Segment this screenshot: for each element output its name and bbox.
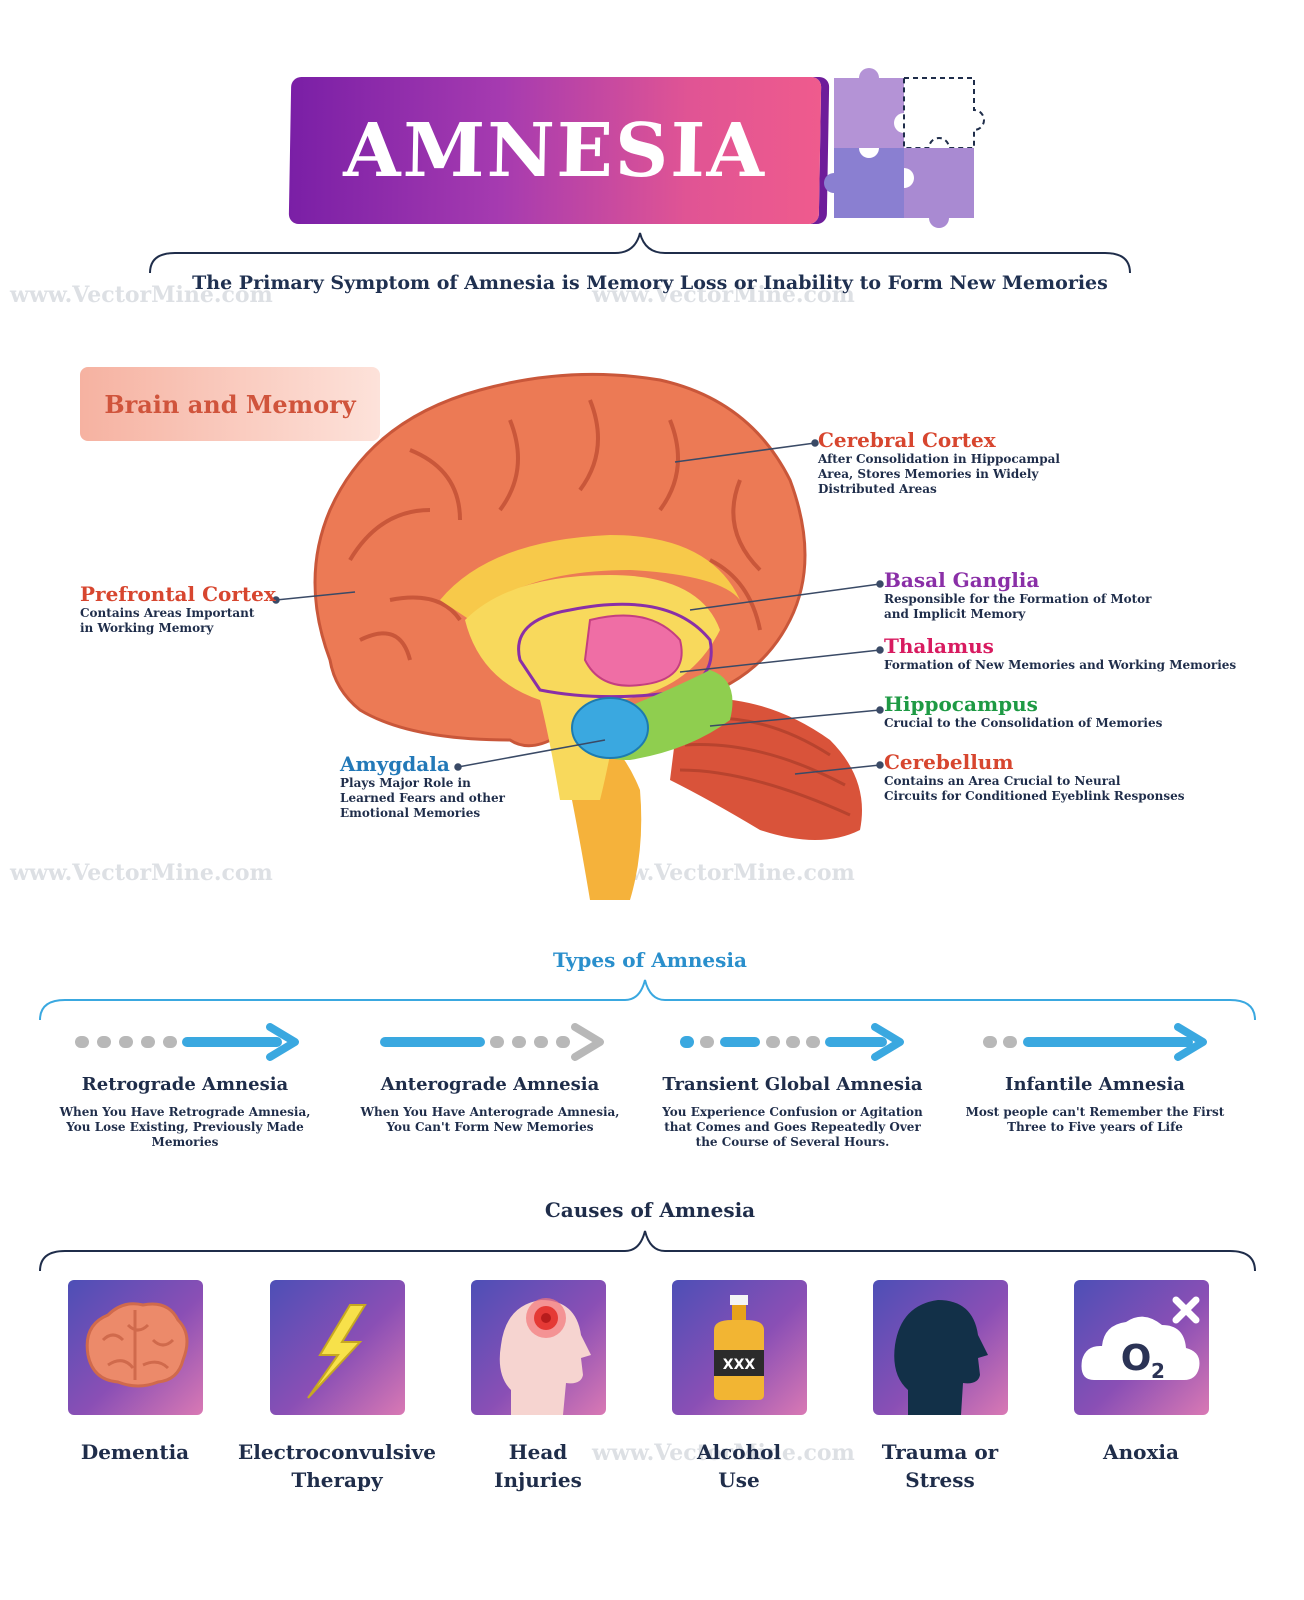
- oxygen-cloud-icon: O 2: [1081, 1296, 1200, 1383]
- cause-label-line: Alcohol: [696, 1440, 782, 1464]
- cause-label-line: Anoxia: [1103, 1440, 1179, 1464]
- label-cerebral-cortex: Cerebral Cortex After Consolidation in H…: [818, 428, 1078, 497]
- arrow-anterograde: [380, 1023, 604, 1061]
- arrow-infantile: [983, 1023, 1207, 1061]
- o2-text: O: [1121, 1338, 1152, 1379]
- label-title: Cerebellum: [884, 750, 1014, 774]
- bottle-label: XXX: [723, 1357, 756, 1373]
- page-title: AMNESIA: [342, 107, 768, 194]
- types-brace: [39, 979, 1256, 1021]
- watermark: www.VectorMine.com: [10, 282, 273, 308]
- watermark: www.VectorMine.com: [10, 860, 273, 886]
- brain-illustration: [313, 372, 862, 900]
- cause-label-alcohol: Alcohol Use: [644, 1438, 834, 1494]
- cause-label-line: Dementia: [80, 1440, 190, 1464]
- label-desc: Plays Major Role in: [340, 776, 471, 790]
- close-icon: [1172, 1296, 1200, 1324]
- type-infantile: Infantile Amnesia Most people can't Reme…: [960, 1074, 1230, 1135]
- type-title: Transient Global Amnesia: [662, 1074, 923, 1095]
- section-label-brain: Brain and Memory: [80, 367, 380, 441]
- types-heading: Types of Amnesia: [553, 948, 747, 972]
- type-transient-global: Transient Global Amnesia You Experience …: [650, 1074, 935, 1150]
- cause-anoxia-tile: O 2: [1074, 1280, 1209, 1415]
- brain-icon: [85, 1302, 189, 1388]
- type-desc: When You Have Retrograde Amnesia,: [59, 1105, 311, 1119]
- label-basal-ganglia: Basal Ganglia Responsible for the Format…: [884, 568, 1184, 622]
- lightning-icon: [307, 1304, 367, 1399]
- cause-label-trauma: Trauma or Stress: [845, 1438, 1035, 1494]
- bottle-icon: XXX: [714, 1295, 764, 1400]
- label-desc: Area, Stores Memories in Widely: [818, 467, 1039, 481]
- label-desc: Circuits for Conditioned Eyeblink Respon…: [884, 789, 1185, 803]
- label-title: Prefrontal Cortex: [80, 582, 276, 606]
- cause-label-line: Injuries: [494, 1468, 582, 1492]
- label-cerebellum: Cerebellum Contains an Area Crucial to N…: [884, 750, 1204, 804]
- type-desc: Memories: [151, 1135, 219, 1149]
- label-desc: Responsible for the Formation of Motor: [884, 592, 1152, 606]
- cause-dementia-tile: [68, 1280, 203, 1415]
- type-title: Infantile Amnesia: [1005, 1074, 1185, 1095]
- cause-label-ect: Electroconvulsive Therapy: [232, 1438, 442, 1494]
- label-desc: Contains an Area Crucial to Neural: [884, 774, 1121, 788]
- causes-heading: Causes of Amnesia: [544, 1198, 756, 1222]
- type-desc: You Experience Confusion or Agitation: [662, 1105, 923, 1119]
- type-desc: the Course of Several Hours.: [695, 1135, 890, 1149]
- label-title: Hippocampus: [884, 692, 1038, 716]
- watermark: www.VectorMine.com: [592, 1440, 855, 1466]
- cause-label-line: Trauma or: [881, 1440, 999, 1464]
- cause-label-head: Head Injuries: [443, 1438, 633, 1494]
- watermark: www.VectorMine.com: [592, 282, 855, 308]
- label-title: Cerebral Cortex: [818, 428, 996, 452]
- label-desc: After Consolidation in Hippocampal: [818, 452, 1060, 466]
- cause-alcohol-tile: XXX: [672, 1280, 807, 1415]
- subtitle: The Primary Symptom of Amnesia is Memory…: [192, 272, 1108, 294]
- type-desc: Most people can't Remember the First: [965, 1105, 1225, 1119]
- label-desc: and Implicit Memory: [884, 607, 1026, 621]
- type-desc: You Lose Existing, Previously Made: [66, 1120, 304, 1134]
- head-injury-icon: [499, 1298, 591, 1415]
- type-desc: that Comes and Goes Repeatedly Over: [664, 1120, 921, 1134]
- label-amygdala: Amygdala Plays Major Role in Learned Fea…: [340, 752, 540, 821]
- cause-label-line: Electroconvulsive: [238, 1440, 436, 1464]
- label-prefrontal-cortex: Prefrontal Cortex Contains Areas Importa…: [80, 582, 280, 636]
- type-retrograde: Retrograde Amnesia When You Have Retrogr…: [50, 1074, 320, 1150]
- label-title: Basal Ganglia: [884, 568, 1040, 592]
- arrow-retrograde: [75, 1023, 299, 1061]
- label-desc: Learned Fears and other: [340, 791, 505, 805]
- type-title: Anterograde Amnesia: [380, 1074, 600, 1095]
- label-title: Thalamus: [884, 634, 994, 658]
- title-banner: AMNESIA: [288, 77, 822, 224]
- label-hippocampus: Hippocampus Crucial to the Consolidation…: [884, 692, 1284, 731]
- subtitle-brace: [149, 232, 1131, 274]
- type-title: Retrograde Amnesia: [81, 1074, 289, 1095]
- cause-label-line: Therapy: [291, 1468, 383, 1492]
- section-label-text: Brain and Memory: [104, 389, 356, 419]
- cause-label-dementia: Dementia: [40, 1438, 230, 1466]
- cause-head-injuries-tile: [471, 1280, 606, 1415]
- cause-label-line: Use: [718, 1468, 760, 1492]
- silhouette-icon: [894, 1300, 988, 1415]
- causes-brace: [39, 1230, 1256, 1272]
- label-desc: Contains Areas Important: [80, 606, 255, 620]
- label-desc: Distributed Areas: [818, 482, 937, 496]
- label-desc: Crucial to the Consolidation of Memories: [884, 716, 1163, 730]
- o2-sub: 2: [1151, 1359, 1165, 1383]
- type-desc: Three to Five years of Life: [1007, 1120, 1183, 1134]
- label-desc: Emotional Memories: [340, 806, 481, 820]
- puzzle-icon: [824, 68, 985, 228]
- cause-label-line: Stress: [905, 1468, 975, 1492]
- label-desc: Formation of New Memories and Working Me…: [884, 658, 1237, 672]
- label-title: Amygdala: [340, 752, 450, 776]
- cause-ect-tile: [270, 1280, 405, 1415]
- cause-label-anoxia: Anoxia: [1046, 1438, 1236, 1466]
- type-anterograde: Anterograde Amnesia When You Have Antero…: [355, 1074, 625, 1135]
- cause-trauma-tile: [873, 1280, 1008, 1415]
- cause-label-line: Head: [508, 1440, 568, 1464]
- label-thalamus: Thalamus Formation of New Memories and W…: [884, 634, 1284, 673]
- arrow-transient: [680, 1023, 904, 1061]
- type-desc: You Can't Form New Memories: [386, 1120, 594, 1134]
- type-desc: When You Have Anterograde Amnesia,: [360, 1105, 620, 1119]
- label-desc: in Working Memory: [80, 621, 214, 635]
